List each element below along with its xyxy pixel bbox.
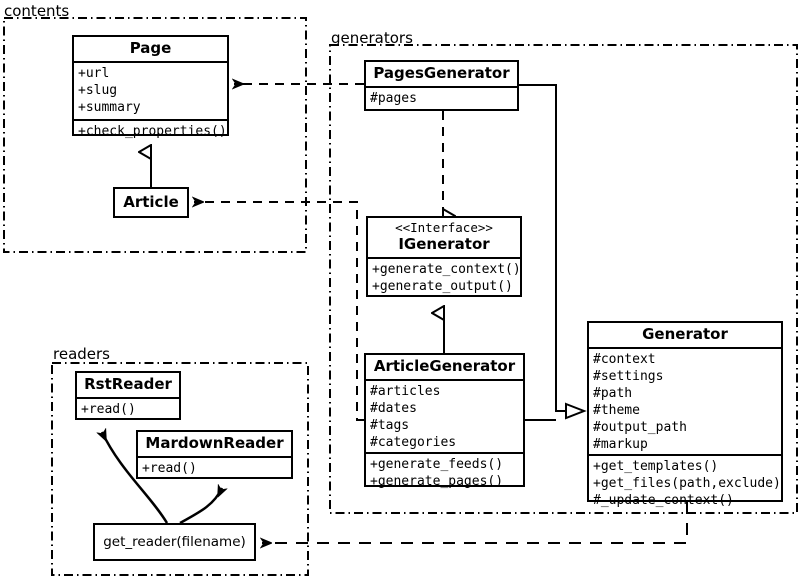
class-mardown-reader[interactable]: MardownReader +read() <box>136 430 293 479</box>
function-get-reader[interactable]: get_reader(filename) <box>93 523 256 561</box>
method: +get_files(path,exclude) <box>593 476 781 491</box>
class-page-methods: +check_properties() <box>74 119 227 142</box>
method: +read() <box>142 461 197 476</box>
attribute: #theme <box>593 403 640 418</box>
class-article-title: Article <box>123 193 179 211</box>
class-rst-reader[interactable]: RstReader +read() <box>75 371 181 420</box>
attribute: #pages <box>370 91 417 106</box>
class-igenerator-methods: +generate_context() +generate_output() <box>368 256 521 297</box>
class-mardown-reader-methods: +read() <box>138 456 291 479</box>
class-pages-generator-attributes: #pages <box>366 86 517 109</box>
method: +generate_context() <box>372 261 521 277</box>
attribute: #articles <box>370 384 441 399</box>
package-label-readers: readers <box>53 345 110 363</box>
class-generator[interactable]: Generator #context #settings #path #them… <box>587 321 783 508</box>
package-label-contents: contents <box>4 2 70 20</box>
attribute: #tags <box>370 418 410 433</box>
attribute: #dates <box>370 401 417 416</box>
class-pages-generator-title: PagesGenerator <box>373 64 510 82</box>
class-page-title: Page <box>129 39 172 57</box>
class-igenerator-stereotype: <<Interface>> <box>395 220 493 235</box>
class-pages-generator[interactable]: PagesGenerator #pages <box>364 60 519 111</box>
class-rst-reader-title: RstReader <box>84 375 172 393</box>
attribute: +summary <box>78 100 141 115</box>
method: +generate_output() <box>372 278 513 294</box>
class-rst-reader-methods: +read() <box>77 397 179 420</box>
class-generator-attributes: #context #settings #path #theme #output_… <box>589 347 781 454</box>
class-article-generator[interactable]: ArticleGenerator #articles #dates #tags … <box>364 353 525 489</box>
class-igenerator-name: IGenerator <box>398 234 490 253</box>
class-article-generator-attributes: #articles #dates #tags #categories <box>366 379 523 452</box>
method: +check_properties() <box>78 124 227 139</box>
relation-articlegenerator-uses-article <box>194 202 364 421</box>
relation-generators-extend-generator <box>519 84 587 421</box>
class-igenerator-title: <<Interface>> IGenerator <box>368 218 520 257</box>
attribute: #categories <box>370 435 457 450</box>
function-get-reader-label: get_reader(filename) <box>103 534 246 550</box>
class-igenerator[interactable]: <<Interface>> IGenerator +generate_conte… <box>366 216 522 297</box>
class-page[interactable]: Page +url +slug +summary +check_properti… <box>72 35 229 139</box>
attribute: #output_path <box>593 420 687 435</box>
class-mardown-reader-title: MardownReader <box>145 434 284 452</box>
relation-get-reader-creates-mardownreader <box>179 488 222 525</box>
method: +generate_pages() <box>370 474 504 489</box>
class-generator-methods: +get_templates() +get_files(path,exclude… <box>589 454 781 511</box>
class-article[interactable]: Article <box>113 187 189 218</box>
package-label-generators: generators <box>331 29 413 47</box>
attribute: #markup <box>593 437 648 452</box>
method: +get_templates() <box>593 459 719 474</box>
attribute: +url <box>78 66 110 81</box>
attribute: +slug <box>78 83 118 98</box>
class-generator-title: Generator <box>642 325 728 343</box>
attribute: #path <box>593 386 633 401</box>
method: #_update_context() <box>593 493 734 508</box>
method: +read() <box>81 402 136 417</box>
class-page-attributes: +url +slug +summary <box>74 61 227 119</box>
class-article-generator-title: ArticleGenerator <box>373 357 516 375</box>
class-article-generator-methods: +generate_feeds() +generate_pages() <box>366 452 523 492</box>
attribute: #settings <box>593 369 664 384</box>
attribute: #context <box>593 352 656 367</box>
method: +generate_feeds() <box>370 457 504 472</box>
